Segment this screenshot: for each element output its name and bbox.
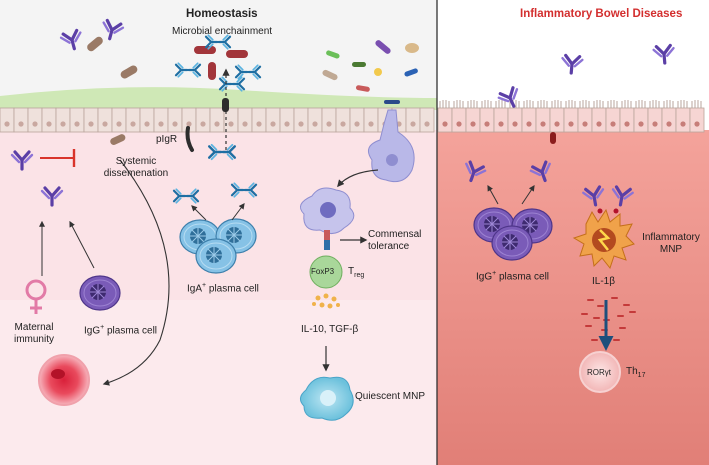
epithelial-cell [307,107,323,133]
ibd-title: Inflammatory Bowel Diseases [520,8,683,20]
epithelial-cell [451,107,467,133]
epithelial-cell [507,107,523,133]
epithelial-cell [535,107,551,133]
epithelial-cell [577,107,593,133]
roryt-label: RORγt [587,368,611,377]
tolerogenic-mnp-icon [299,187,355,250]
epithelial-cell [41,107,57,133]
epithelial-cell [111,107,127,133]
epithelial-cell [675,107,691,133]
iga-plasma-cell-label: IgA+ plasma cell [187,282,259,295]
epithelium-right [437,100,705,133]
epithelial-cell [349,107,365,133]
epithelial-cell [633,107,649,133]
quiescent-mnp-icon [300,376,354,421]
epithelial-cell [27,107,43,133]
epithelial-cell [521,107,537,133]
epithelial-cell [647,107,663,133]
epithelial-cell [125,107,141,133]
epithelial-cell [493,107,509,133]
systemic-arrow [102,159,170,386]
red-cell-icon [38,354,90,406]
commensal-bacteria-icon [322,40,419,92]
pigr-receptor [185,126,194,152]
epithelial-cell [419,107,435,133]
igg-plasma-cell-label-left: IgG+ plasma cell [84,324,158,337]
epithelial-cell [97,107,113,133]
igg-plasma-cell-label-right: IgG+ plasma cell [476,270,550,283]
il10-tgfb-label: IL-10, TGF-β [301,324,359,335]
epithelial-cell [139,107,155,133]
epithelial-cell [661,107,677,133]
epithelial-cell [251,107,267,133]
epithelial-cell [591,107,607,133]
th17-cell-icon [579,351,621,393]
epithelial-cell [0,107,15,133]
epithelial-cell [563,107,579,133]
microbial-enchainment-cluster [176,35,260,91]
epithelial-cell [195,107,211,133]
epithelial-cell [55,107,71,133]
il1b-label: IL-1β [592,276,615,287]
homeostasis-title: Homeostasis [186,8,258,20]
epithelial-cell [209,107,225,133]
epithelial-cell [363,107,379,133]
epithelial-cell [465,107,481,133]
epithelial-cell [619,107,635,133]
pigr-receptor-top [222,98,229,112]
pigr-label: pIgR [156,134,178,145]
epithelial-cell [265,107,281,133]
female-symbol-icon [25,279,47,314]
dc-migration-arrow [337,169,379,188]
epithelium-left [0,107,435,133]
epithelial-cell [279,107,295,133]
quiescent-mnp-label: Quiescent MNP [355,391,426,402]
epithelial-cell [83,107,99,133]
epithelial-cell [69,107,85,133]
epithelial-cell [293,107,309,133]
ibd-tissue [437,130,709,465]
microbial-enchainment-label: Microbial enchainment [172,26,273,37]
epithelial-cell [605,107,621,133]
epithelial-cell [153,107,169,133]
igg-plasma-cell-left-icon [79,275,121,311]
epithelial-cell [437,107,453,133]
epithelial-cell [321,107,337,133]
th17-label: Th17 [626,366,646,379]
foxp3-label: FoxP3 [311,267,335,276]
epithelial-cell [689,107,705,133]
mucus-layer [0,87,437,110]
inflammatory-mnp-icon [572,208,635,270]
epithelial-cell [479,107,495,133]
epithelial-cell [549,107,565,133]
dendritic-cell-icon [367,100,415,183]
epithelial-cell [237,107,253,133]
epithelial-cell [13,107,29,133]
cytokine-dots [312,293,340,309]
treg-cell-icon [309,255,343,289]
bacterium-icon [87,36,138,145]
epithelial-cell [335,107,351,133]
epithelial-cell [405,107,421,133]
treg-label: Treg [348,266,365,279]
epithelial-cell [167,107,183,133]
